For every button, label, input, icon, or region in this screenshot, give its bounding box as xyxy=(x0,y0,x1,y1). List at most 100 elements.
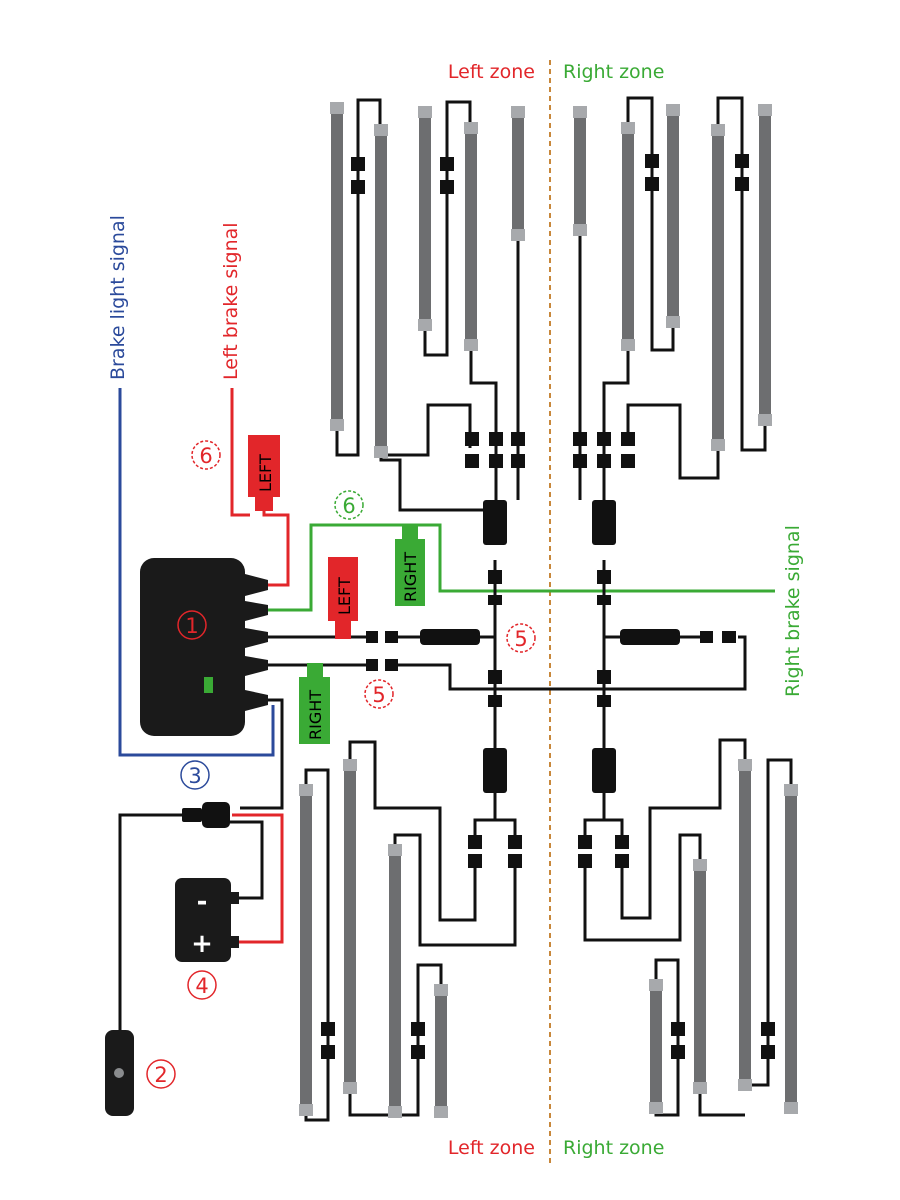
led-tube-cap xyxy=(758,104,772,116)
led-tube xyxy=(435,990,447,1112)
led-tube-cap xyxy=(784,784,798,796)
led-tube xyxy=(300,790,312,1110)
tube-connector xyxy=(468,835,482,849)
led-tube xyxy=(344,765,356,1088)
tube-connector xyxy=(671,1022,685,1036)
connector xyxy=(597,670,611,684)
tube-connector xyxy=(511,432,525,446)
tube-connector xyxy=(351,180,365,194)
led-tube-cap xyxy=(434,1106,448,1118)
splitter-lower-right xyxy=(592,748,616,793)
tube-connector xyxy=(761,1045,775,1059)
led-tube xyxy=(667,110,679,322)
zone-label-top-left: Left zone xyxy=(448,61,535,83)
led-tube-cap xyxy=(418,319,432,331)
tube-connector xyxy=(573,454,587,468)
led-tube xyxy=(465,128,477,345)
led-tube-cap xyxy=(621,122,635,134)
fuse-holder xyxy=(182,802,230,828)
tube-connector xyxy=(621,432,635,446)
number-brake-wire: 3 xyxy=(188,764,201,788)
led-tube-cap xyxy=(738,759,752,771)
tube-connector xyxy=(735,177,749,191)
tube-connector xyxy=(573,432,587,446)
right-connector-lower-label: RIGHT xyxy=(306,690,325,740)
connector xyxy=(597,570,611,584)
connector xyxy=(366,631,378,643)
tube-connector xyxy=(645,154,659,168)
connector xyxy=(488,595,502,605)
tube-connector xyxy=(351,157,365,171)
tube-wire xyxy=(583,793,606,845)
led-tube-cap xyxy=(464,122,478,134)
tube-connector xyxy=(671,1045,685,1059)
connector xyxy=(488,570,502,584)
battery-positive-wire xyxy=(232,813,284,944)
led-tube-cap xyxy=(299,784,313,796)
left-brake-wire xyxy=(230,388,250,517)
right-connector-lower: RIGHT xyxy=(299,663,330,744)
led-tube xyxy=(739,765,751,1085)
tube-connector xyxy=(511,454,525,468)
led-tube-cap xyxy=(299,1104,313,1116)
tube-connector xyxy=(465,454,479,468)
number-controller: 1 xyxy=(185,614,198,638)
tube-connector xyxy=(578,854,592,868)
tube-connector xyxy=(508,854,522,868)
number-switch: 2 xyxy=(154,1063,167,1087)
battery-negative-wire xyxy=(228,820,264,900)
connector xyxy=(700,631,713,643)
trunk-connectors xyxy=(366,500,736,793)
connector xyxy=(366,659,378,671)
connector xyxy=(385,659,398,671)
right-brake-signal-label: Right brake signal xyxy=(782,525,804,697)
led-tube-cap xyxy=(464,339,478,351)
splitter-lower-left xyxy=(483,748,507,793)
led-tube-groups xyxy=(299,96,798,1122)
led-tube xyxy=(650,985,662,1108)
left-connector-upper: LEFT xyxy=(248,435,280,511)
brake-light-wire xyxy=(118,388,275,757)
tube-wire xyxy=(716,96,767,452)
left-connector-upper-label: LEFT xyxy=(256,454,275,492)
led-tube xyxy=(331,108,343,425)
tube-wire xyxy=(626,403,720,480)
component-numbers: 1 2 3 4 5 5 6 6 xyxy=(146,440,536,1089)
tube-wire xyxy=(602,345,630,500)
led-tube xyxy=(574,112,586,230)
tube-connector xyxy=(489,454,503,468)
led-tube-cap xyxy=(738,1079,752,1091)
tube-connector xyxy=(489,432,503,446)
led-tube-cap xyxy=(649,979,663,991)
number-connector-red: 6 xyxy=(199,444,212,468)
led-tube-cap xyxy=(711,124,725,136)
tube-wire xyxy=(379,455,490,512)
left-connector-lower: LEFT xyxy=(328,557,358,639)
brake-light-signal-label: Brake light signal xyxy=(107,215,129,380)
tube-wire xyxy=(335,98,382,457)
led-tube-cap xyxy=(330,102,344,114)
tube-wire xyxy=(698,1085,745,1117)
number-battery: 4 xyxy=(195,974,208,998)
rocker-switch xyxy=(105,1030,134,1116)
led-tube xyxy=(694,865,706,1088)
tube-connector xyxy=(468,854,482,868)
number-connector-green: 6 xyxy=(342,494,355,518)
zone-label-top-right: Right zone xyxy=(563,61,664,83)
led-tube xyxy=(622,128,634,345)
splitter-upper-left xyxy=(483,500,507,545)
tube-wire xyxy=(348,740,477,922)
led-tube-cap xyxy=(693,859,707,871)
led-tube-cap xyxy=(330,419,344,431)
tube-connector xyxy=(621,454,635,468)
tube-wire xyxy=(583,833,702,942)
led-tube-cap xyxy=(511,229,525,241)
tube-connector xyxy=(508,835,522,849)
tube-wire xyxy=(469,345,498,500)
led-tube-cap xyxy=(693,1082,707,1094)
led-tube-cap xyxy=(418,106,432,118)
tube-connector xyxy=(465,432,479,446)
connector xyxy=(488,695,502,707)
tube-wire xyxy=(381,403,472,457)
number-extension-b: 5 xyxy=(372,683,385,707)
